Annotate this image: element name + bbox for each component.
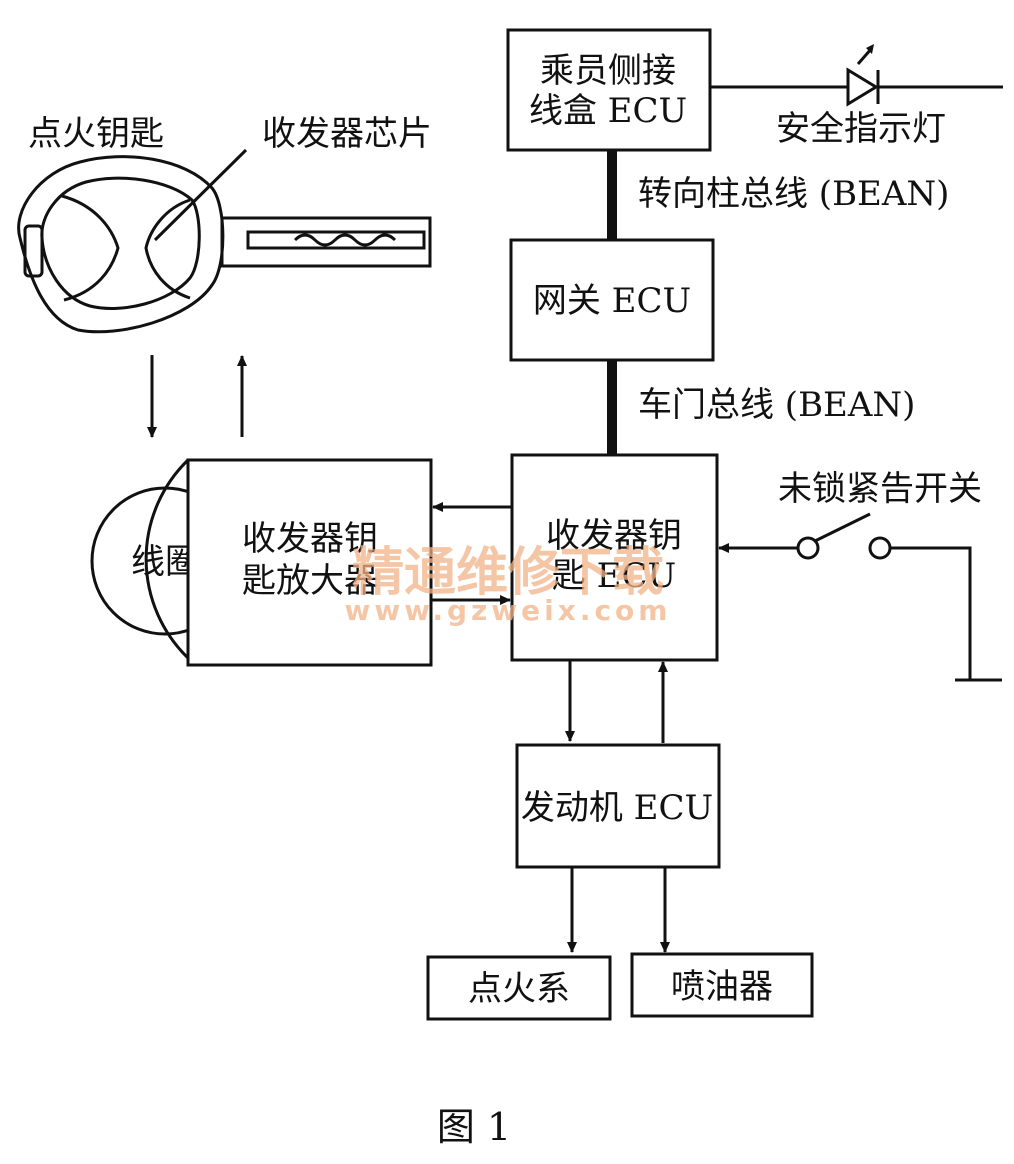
chip-leader-line — [153, 148, 248, 242]
door-bus-label: 车门总线 (BEAN) — [638, 385, 915, 425]
injector-box — [630, 952, 814, 1018]
switch-icon — [718, 512, 1002, 682]
security-indicator-label: 安全指示灯 — [776, 109, 946, 149]
passenger-junction-ecu-line2: 线盒 ECU — [529, 91, 687, 131]
unlock-warning-switch-label: 未锁紧告开关 — [778, 469, 982, 509]
amplifier-label-line2: 匙放大器 — [242, 561, 378, 601]
ignition-system-box — [426, 955, 612, 1021]
amplifier-label-line1: 收发器钥 — [242, 519, 378, 559]
ignition-key-icon — [17, 155, 432, 334]
passenger-junction-ecu-box — [506, 28, 712, 152]
engine-ecu-box — [515, 743, 721, 869]
gateway-ecu-box — [509, 238, 715, 362]
amplifier-box — [186, 458, 433, 667]
watermark-url: www.gzweix.com — [345, 594, 672, 627]
injector-label: 喷油器 — [671, 967, 773, 1007]
transponder-key-ecu-line2: 匙 ECU — [552, 556, 676, 596]
ignition-system-label: 点火系 — [468, 969, 570, 1009]
ignition-key-label: 点火钥匙 — [28, 114, 164, 154]
gateway-ecu-label: 网关 ECU — [533, 281, 691, 321]
transponder-key-ecu-line1: 收发器钥 — [546, 516, 682, 556]
watermark-logo-text: 精通维修下载 — [352, 543, 664, 603]
transponder-chip-label: 收发器芯片 — [262, 114, 432, 154]
figure-caption: 图 1 — [437, 1105, 511, 1149]
steering-column-bus-label: 转向柱总线 (BEAN) — [638, 174, 949, 214]
passenger-junction-ecu-line1: 乘员侧接 — [540, 51, 676, 91]
led-icon — [846, 44, 880, 107]
engine-ecu-label: 发动机 ECU — [521, 788, 713, 828]
transponder-key-ecu-box — [510, 453, 719, 662]
